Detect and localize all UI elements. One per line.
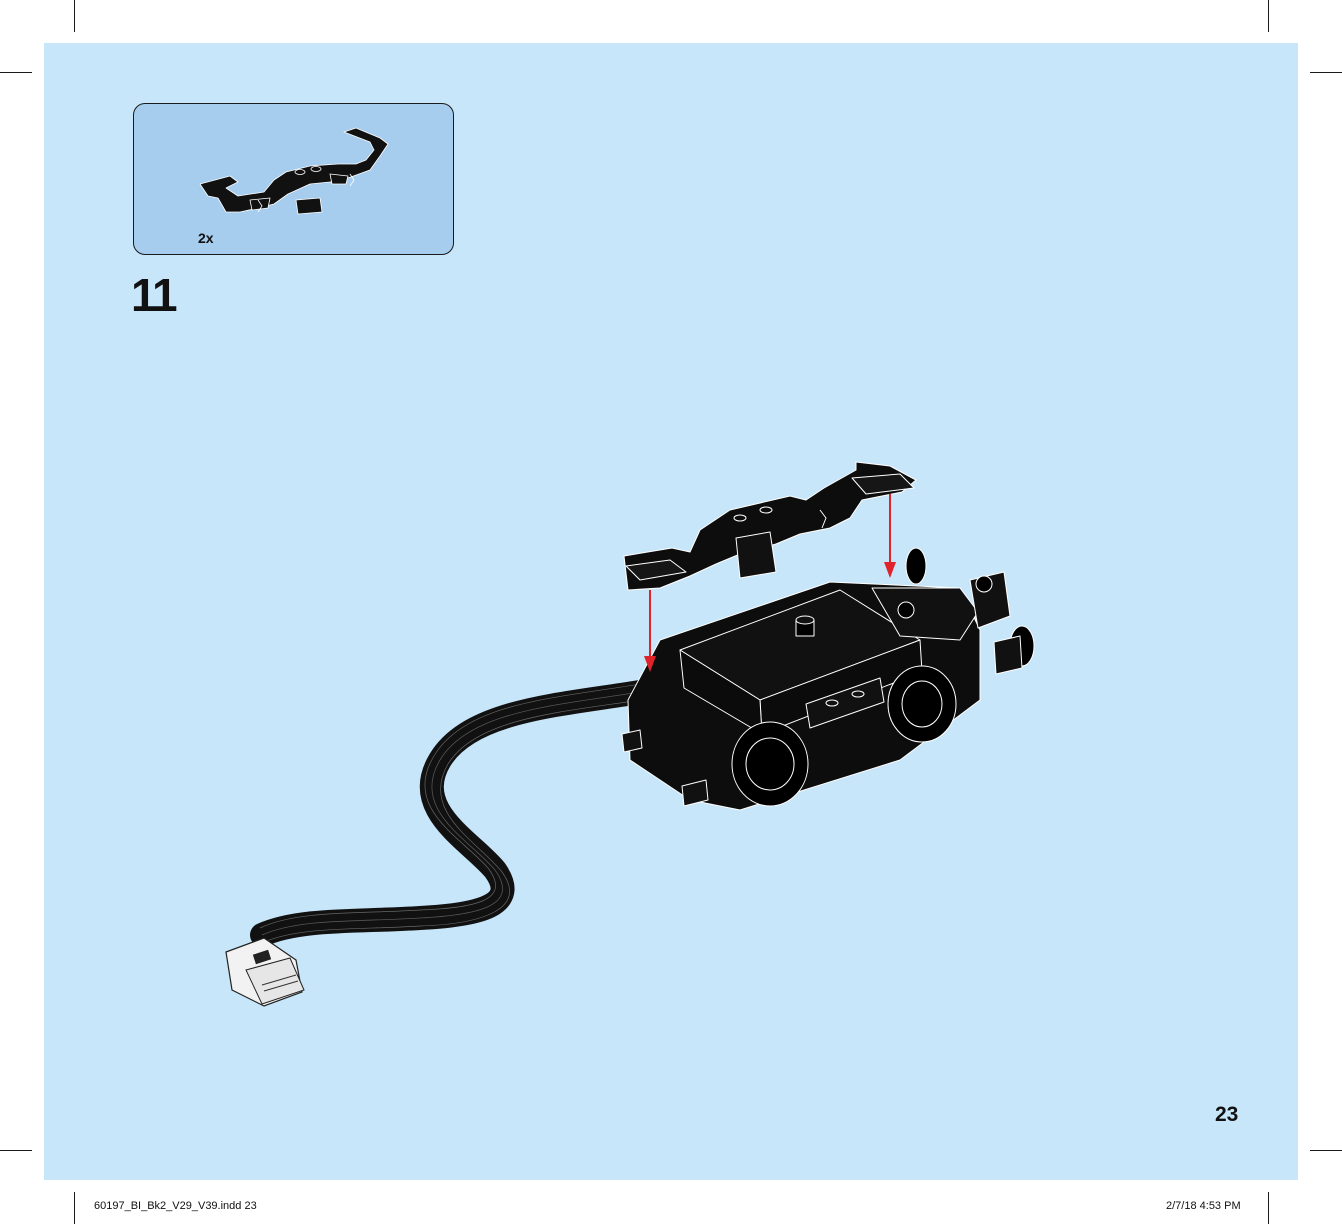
print-slug-filename: 60197_BI_Bk2_V29_V39.indd 23 — [94, 1200, 257, 1212]
page-number: 23 — [1215, 1103, 1238, 1127]
motor-base-icon — [622, 548, 1034, 810]
print-slug-datetime: 2/7/18 4:53 PM — [1166, 1200, 1241, 1212]
bogie-bracket-icon — [624, 462, 916, 590]
connector-plug-icon — [226, 938, 304, 1006]
